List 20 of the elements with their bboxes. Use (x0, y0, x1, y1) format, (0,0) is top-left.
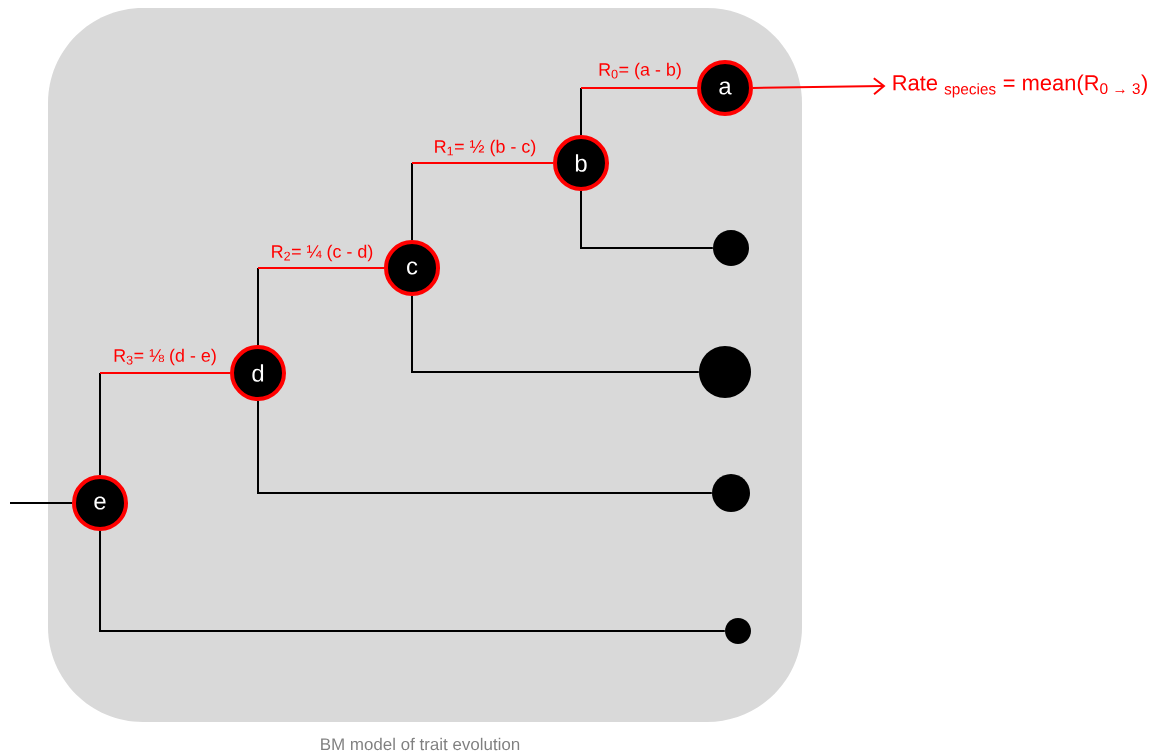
arrow (752, 77, 886, 96)
edge-label: R$_{3}$= ⅛ (d - e) (114, 348, 216, 366)
edge-label: R$_{0}$= (a - b) (599, 62, 681, 80)
branch-line (257, 400, 713, 494)
branch-line (411, 162, 554, 241)
edge-label: R$_{2}$= ¼ (c - d) (272, 244, 373, 262)
branch-line (411, 295, 700, 373)
rate-formula: Rate $_{species}$ = mean(R$_{0 → 3}$) (893, 74, 1147, 98)
tip-dot (699, 346, 751, 398)
branch-line (99, 530, 726, 632)
edge-label: R$_{1}$= ½ (b - c) (435, 139, 536, 157)
tip-dot (725, 618, 751, 644)
branch-line (580, 87, 698, 136)
branch-line (99, 372, 231, 476)
tip-dot (713, 230, 749, 266)
branch-line (257, 267, 385, 346)
branch-line (580, 190, 714, 249)
tip-dot (712, 474, 750, 512)
branch-line (9, 502, 73, 504)
caption: BM model of trait evolution (321, 737, 520, 751)
